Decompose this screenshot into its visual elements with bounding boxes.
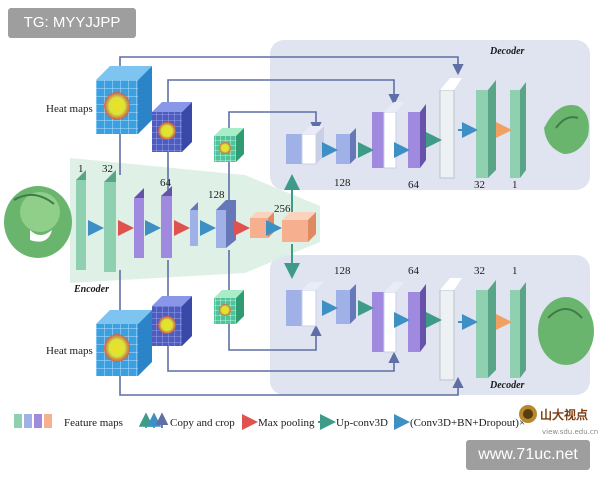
channel-label-enc-32: 32 (102, 163, 113, 175)
legend-upconv-label: Up-conv3D (336, 417, 388, 429)
channel-label-enc-128: 128 (208, 189, 225, 201)
heat-map-cube-mid-bottom (152, 296, 192, 346)
output-head-model-bottom (538, 297, 594, 365)
channel-label-dec-bottom-128: 128 (334, 265, 351, 277)
watermark-tag: TG: MYYJJPP (8, 8, 136, 38)
input-head-model (4, 186, 72, 258)
heat-map-cube-small-bottom (214, 290, 244, 324)
decoder-arrows-bottom (322, 300, 512, 330)
encoder-blocks (76, 170, 316, 272)
legend-feature-maps-label: Feature maps (64, 417, 123, 429)
channel-label-dec-top-32: 32 (474, 179, 485, 191)
decoder-panel-top (270, 40, 590, 190)
sdu-logo: 山大视点 view.sdu.edu.cn (516, 400, 600, 440)
legend-copy-crop-icon (138, 412, 169, 428)
channel-label-enc-1: 1 (78, 163, 84, 175)
decoder-blocks-top (286, 78, 526, 179)
output-head-model-top (544, 104, 589, 154)
decoder-blocks-bottom (286, 278, 526, 381)
channel-label-dec-top-128: 128 (334, 177, 351, 189)
channel-label-dec-bottom-64: 64 (408, 265, 420, 277)
legend-conv-label: (Conv3D+BN+Dropout)× (410, 417, 525, 429)
heat-map-cube-small-top (214, 128, 244, 162)
legend-max-pool-label: Max pooling (258, 417, 315, 429)
channel-label-dec-top-64: 64 (408, 179, 420, 191)
legend-feature-maps-swatches (14, 414, 52, 428)
decoder-label-bottom: Decoder (489, 380, 525, 391)
heat-maps-label-top: Heat maps (46, 103, 93, 115)
channel-label-enc-64: 64 (160, 177, 172, 189)
encoder-arrows (88, 174, 300, 279)
heat-map-cube-top (96, 66, 152, 134)
heat-map-cube-mid-top (152, 102, 192, 152)
logo-text: 山大视点 (540, 407, 588, 422)
watermark-url: www.71uc.net (466, 440, 590, 470)
channel-label-dec-top-1: 1 (512, 179, 518, 191)
encoder-label: Encoder (73, 284, 109, 295)
logo-sub: view.sdu.edu.cn (542, 428, 598, 436)
decoder-label-top: Decoder (489, 46, 525, 57)
channel-label-enc-256: 256 (274, 203, 291, 215)
channel-label-dec-bottom-32: 32 (474, 265, 485, 277)
legend: Feature maps Copy and crop Max pooling U… (14, 412, 525, 430)
heat-map-cube-bottom (96, 310, 152, 376)
legend-copy-crop-label: Copy and crop (170, 417, 235, 429)
heat-maps-label-bottom: Heat maps (46, 345, 93, 357)
channel-label-dec-bottom-1: 1 (512, 265, 518, 277)
decoder-arrows-top (322, 122, 512, 158)
